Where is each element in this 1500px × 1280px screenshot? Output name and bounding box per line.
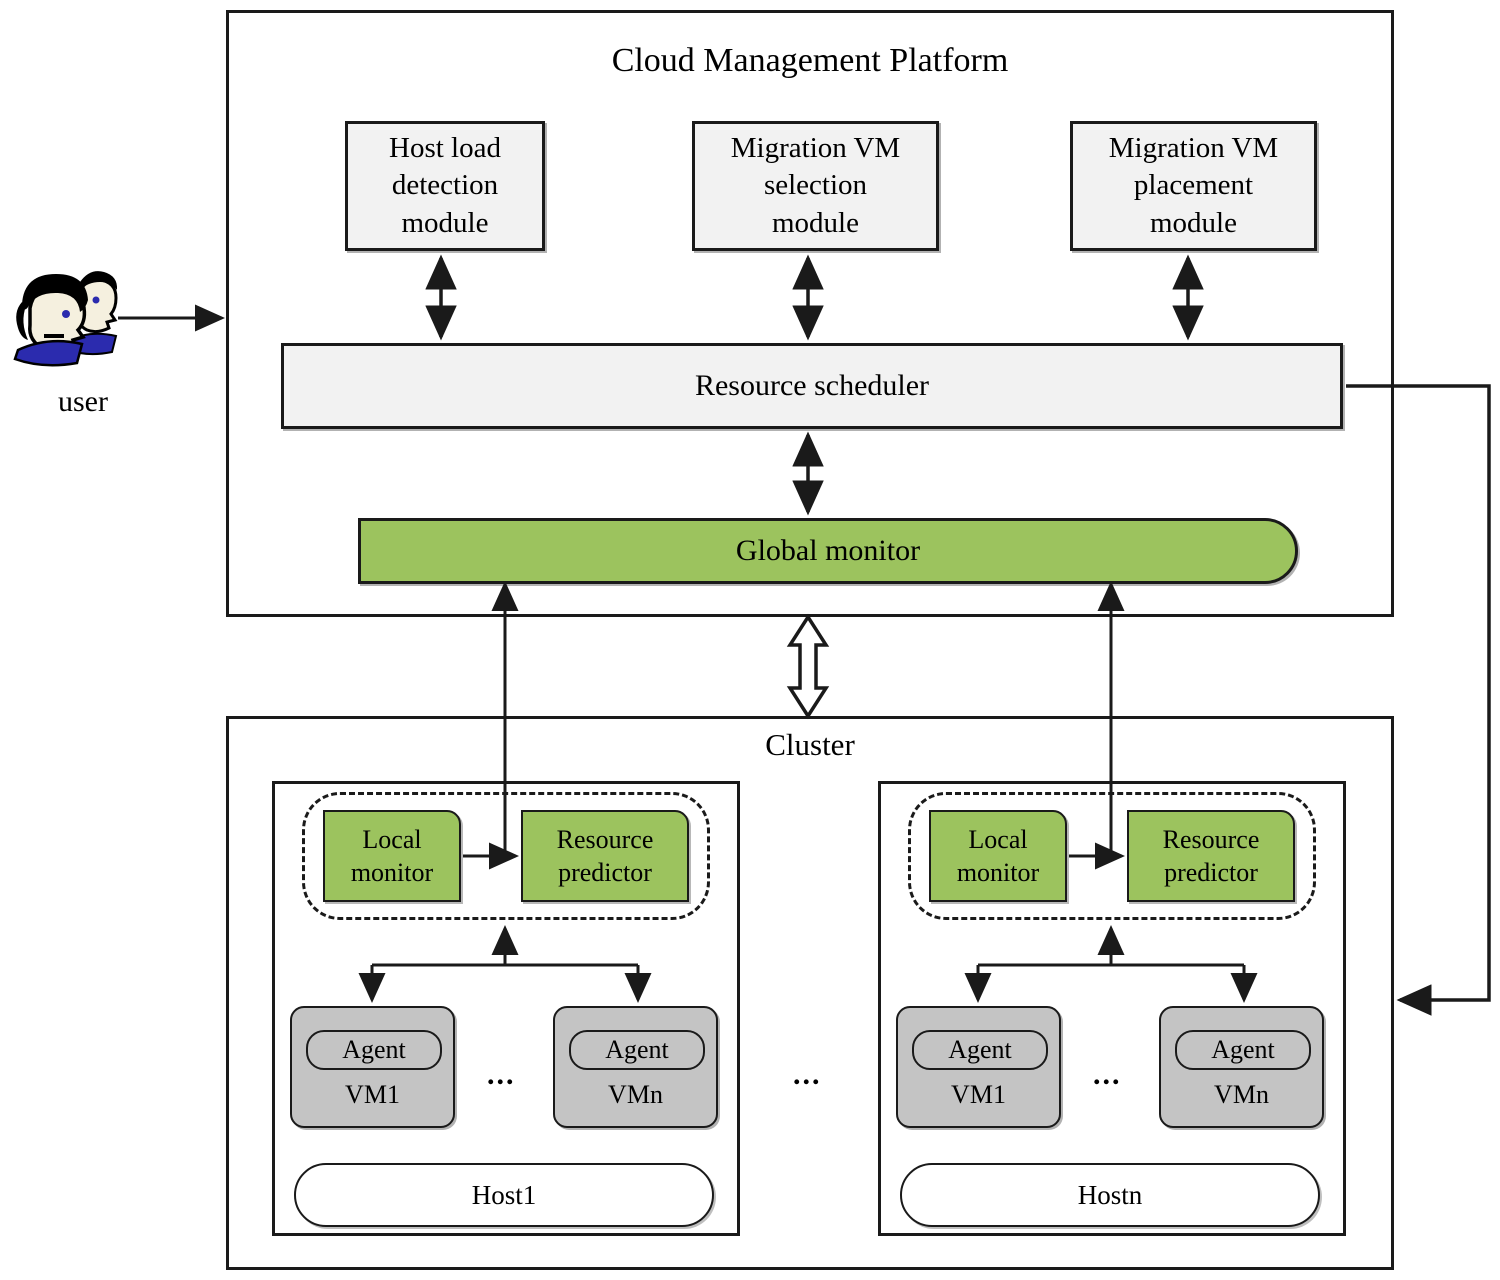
- host-1-vm-ellipsis: ...: [487, 1058, 516, 1091]
- host-n-pill[interactable]: Hostn: [900, 1163, 1320, 1227]
- agent-label: Agent: [1211, 1035, 1275, 1065]
- module-label: Migration VM placement module: [1108, 132, 1279, 239]
- resource-scheduler-label: Resource scheduler: [694, 368, 930, 402]
- vm-label: VM1: [345, 1080, 400, 1109]
- local-monitor-label: Local monitor: [956, 824, 1040, 887]
- host-1-local-monitor[interactable]: Local monitor: [323, 810, 461, 902]
- agent-pill[interactable]: Agent: [1175, 1030, 1311, 1070]
- host-1-resource-predictor[interactable]: Resource predictor: [521, 810, 689, 902]
- global-monitor-bar[interactable]: Global monitor: [358, 518, 1298, 584]
- host-group-ellipsis: ...: [793, 1058, 822, 1091]
- host-load-detection-module[interactable]: Host load detection module: [345, 121, 545, 251]
- module-label: Migration VM selection module: [730, 132, 901, 239]
- host-n-vm-n[interactable]: Agent VMn: [1159, 1006, 1324, 1128]
- host-label: Hostn: [1077, 1179, 1143, 1210]
- host-1-pill[interactable]: Host1: [294, 1163, 714, 1227]
- vm-label: VMn: [608, 1080, 663, 1109]
- agent-pill[interactable]: Agent: [569, 1030, 705, 1070]
- user-icon: [8, 262, 158, 367]
- agent-pill[interactable]: Agent: [912, 1030, 1048, 1070]
- module-label: Host load detection module: [389, 132, 501, 239]
- host-n-vm-1[interactable]: Agent VM1: [896, 1006, 1061, 1128]
- agent-label: Agent: [948, 1035, 1012, 1065]
- resource-predictor-label: Resource predictor: [1162, 824, 1260, 887]
- host-n-vm-ellipsis: ...: [1093, 1058, 1122, 1091]
- agent-label: Agent: [342, 1035, 406, 1065]
- agent-pill[interactable]: Agent: [306, 1030, 442, 1070]
- user-label: user: [58, 385, 108, 418]
- host-n-local-monitor[interactable]: Local monitor: [929, 810, 1067, 902]
- resource-predictor-label: Resource predictor: [556, 824, 654, 887]
- vm-label: VM1: [951, 1080, 1006, 1109]
- host-label: Host1: [471, 1179, 537, 1210]
- host-n-resource-predictor[interactable]: Resource predictor: [1127, 810, 1295, 902]
- cluster-title: Cluster: [765, 727, 855, 762]
- arrow-platform-cluster-bidirectional: [786, 613, 830, 720]
- migration-vm-placement-module[interactable]: Migration VM placement module: [1070, 121, 1317, 251]
- two-users-icon: [13, 271, 118, 367]
- global-monitor-label: Global monitor: [735, 533, 921, 567]
- agent-label: Agent: [605, 1035, 669, 1065]
- page-title: Cloud Management Platform: [611, 42, 1009, 79]
- migration-vm-selection-module[interactable]: Migration VM selection module: [692, 121, 939, 251]
- host-1-vm-1[interactable]: Agent VM1: [290, 1006, 455, 1128]
- vm-label: VMn: [1214, 1080, 1269, 1109]
- host-1-vm-n[interactable]: Agent VMn: [553, 1006, 718, 1128]
- local-monitor-label: Local monitor: [350, 824, 434, 887]
- resource-scheduler-bar[interactable]: Resource scheduler: [281, 343, 1343, 429]
